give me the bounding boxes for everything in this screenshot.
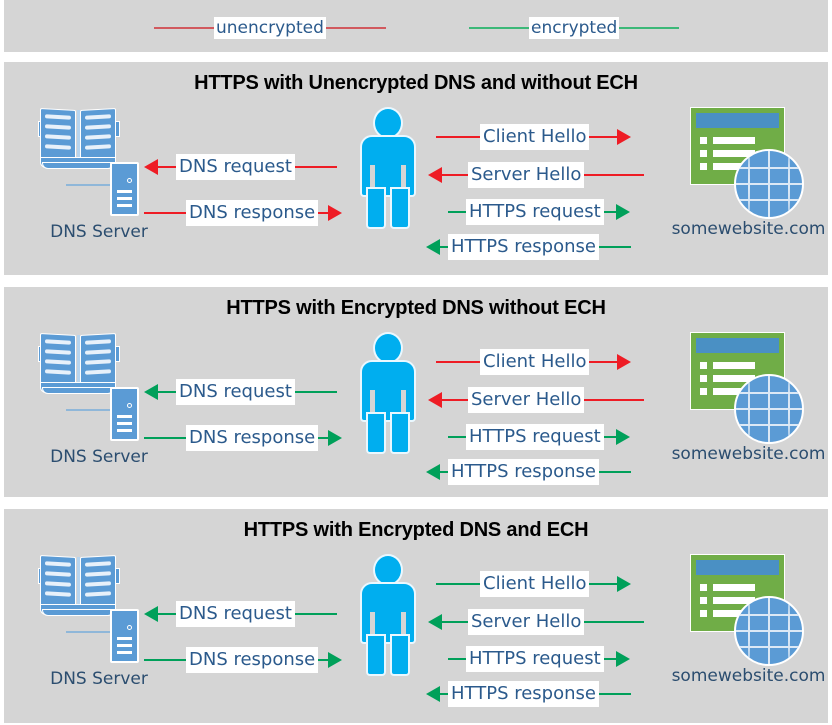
flow-label: HTTPS response bbox=[448, 459, 599, 485]
flow-label: Server Hello bbox=[468, 609, 585, 635]
website-label: somewebsite.com bbox=[671, 219, 826, 239]
dns-tower-icon bbox=[110, 387, 139, 441]
flow-label: DNS response bbox=[186, 647, 319, 673]
arrow-left-icon bbox=[144, 384, 158, 400]
arrow-left-icon bbox=[428, 614, 442, 630]
arrow-right-icon bbox=[617, 354, 632, 370]
legend-line-encrypted-left bbox=[469, 27, 529, 29]
website-node: somewebsite.com bbox=[672, 554, 825, 689]
arrow-right-icon bbox=[328, 205, 343, 221]
flow-dns-response: DNS response bbox=[144, 425, 343, 451]
legend-label-unencrypted: unencrypted bbox=[214, 17, 326, 39]
arrow-left-icon bbox=[426, 686, 440, 702]
person-body-icon bbox=[360, 135, 416, 197]
flow-dns-request: DNS request bbox=[144, 154, 337, 180]
scenario-panel-3: HTTPS with Encrypted DNS and ECH bbox=[4, 509, 828, 723]
person-body-icon bbox=[360, 360, 416, 422]
dns-book-icon bbox=[38, 107, 120, 169]
flow-dns-request: DNS request bbox=[144, 601, 337, 627]
arrow-left-icon bbox=[426, 464, 440, 480]
arrow-right-icon bbox=[615, 204, 630, 220]
dns-server-node: DNS Server bbox=[34, 554, 164, 694]
legend-label-encrypted: encrypted bbox=[529, 17, 620, 39]
legend-line-unencrypted-right bbox=[325, 27, 386, 29]
flow-server-hello: Server Hello bbox=[428, 162, 645, 188]
flow-label: Server Hello bbox=[468, 387, 585, 413]
flow-label: HTTPS response bbox=[448, 234, 599, 260]
arrow-left-icon bbox=[428, 167, 442, 183]
legend-line-unencrypted-left bbox=[154, 27, 214, 29]
flow-label: Server Hello bbox=[468, 162, 585, 188]
flow-server-hello: Server Hello bbox=[428, 387, 645, 413]
scenario-panel-2: HTTPS with Encrypted DNS without ECH bbox=[4, 287, 828, 497]
legend-item-unencrypted: unencrypted bbox=[154, 17, 386, 39]
flow-https-request: HTTPS request bbox=[448, 646, 630, 672]
dns-server-label: DNS Server bbox=[50, 669, 148, 689]
user-node bbox=[357, 554, 419, 676]
panel-3-title: HTTPS with Encrypted DNS and ECH bbox=[243, 519, 589, 541]
flow-dns-response: DNS response bbox=[144, 200, 343, 226]
dns-connector-line bbox=[66, 184, 114, 186]
flow-https-response: HTTPS response bbox=[426, 234, 631, 260]
arrow-right-icon bbox=[615, 651, 630, 667]
flow-label: HTTPS request bbox=[466, 199, 604, 225]
flow-label: DNS request bbox=[176, 379, 295, 405]
flow-dns-response: DNS response bbox=[144, 647, 343, 673]
arrow-right-icon bbox=[615, 429, 630, 445]
dns-server-node: DNS Server bbox=[34, 332, 164, 472]
website-node: somewebsite.com bbox=[672, 107, 825, 242]
arrow-left-icon bbox=[428, 392, 442, 408]
flow-https-request: HTTPS request bbox=[448, 199, 630, 225]
arrow-right-icon bbox=[617, 129, 632, 145]
website-label: somewebsite.com bbox=[671, 666, 826, 686]
flow-label: Client Hello bbox=[480, 349, 590, 375]
dns-server-label: DNS Server bbox=[50, 447, 148, 467]
flow-label: Client Hello bbox=[480, 124, 590, 150]
flow-client-hello: Client Hello bbox=[436, 349, 632, 375]
arrow-right-icon bbox=[617, 576, 632, 592]
person-body-icon bbox=[360, 582, 416, 644]
flow-label: HTTPS request bbox=[466, 424, 604, 450]
scenario-panel-1: HTTPS with Unencrypted DNS and without E… bbox=[4, 62, 828, 275]
dns-server-label: DNS Server bbox=[50, 222, 148, 242]
flow-dns-request: DNS request bbox=[144, 379, 337, 405]
dns-tower-icon bbox=[110, 609, 139, 663]
panel-2-title: HTTPS with Encrypted DNS without ECH bbox=[226, 297, 606, 319]
flow-label: DNS response bbox=[186, 200, 319, 226]
user-node bbox=[357, 107, 419, 229]
flow-label: HTTPS request bbox=[466, 646, 604, 672]
legend-item-encrypted: encrypted bbox=[469, 17, 680, 39]
flow-label: HTTPS response bbox=[448, 681, 599, 707]
arrow-left-icon bbox=[144, 159, 158, 175]
dns-tower-icon bbox=[110, 162, 139, 216]
flow-label: DNS request bbox=[176, 154, 295, 180]
flow-label: DNS response bbox=[186, 425, 319, 451]
flow-label: Client Hello bbox=[480, 571, 590, 597]
flow-client-hello: Client Hello bbox=[436, 571, 632, 597]
dns-book-icon bbox=[38, 332, 120, 394]
panel-1-title: HTTPS with Unencrypted DNS and without E… bbox=[194, 72, 638, 94]
dns-book-icon bbox=[38, 554, 120, 616]
globe-icon bbox=[734, 596, 804, 666]
arrow-left-icon bbox=[144, 606, 158, 622]
user-node bbox=[357, 332, 419, 454]
legend-panel: unencrypted encrypted bbox=[4, 0, 828, 52]
website-node: somewebsite.com bbox=[672, 332, 825, 467]
flow-https-response: HTTPS response bbox=[426, 681, 631, 707]
dns-connector-line bbox=[66, 409, 114, 411]
arrow-left-icon bbox=[426, 239, 440, 255]
globe-icon bbox=[734, 149, 804, 219]
flow-label: DNS request bbox=[176, 601, 295, 627]
flow-client-hello: Client Hello bbox=[436, 124, 632, 150]
flow-https-request: HTTPS request bbox=[448, 424, 630, 450]
flow-server-hello: Server Hello bbox=[428, 609, 645, 635]
globe-icon bbox=[734, 374, 804, 444]
website-label: somewebsite.com bbox=[671, 444, 826, 464]
arrow-right-icon bbox=[328, 430, 343, 446]
dns-server-node: DNS Server bbox=[34, 107, 164, 247]
dns-connector-line bbox=[66, 631, 114, 633]
legend-line-encrypted-right bbox=[619, 27, 680, 29]
arrow-right-icon bbox=[328, 652, 343, 668]
flow-https-response: HTTPS response bbox=[426, 459, 631, 485]
